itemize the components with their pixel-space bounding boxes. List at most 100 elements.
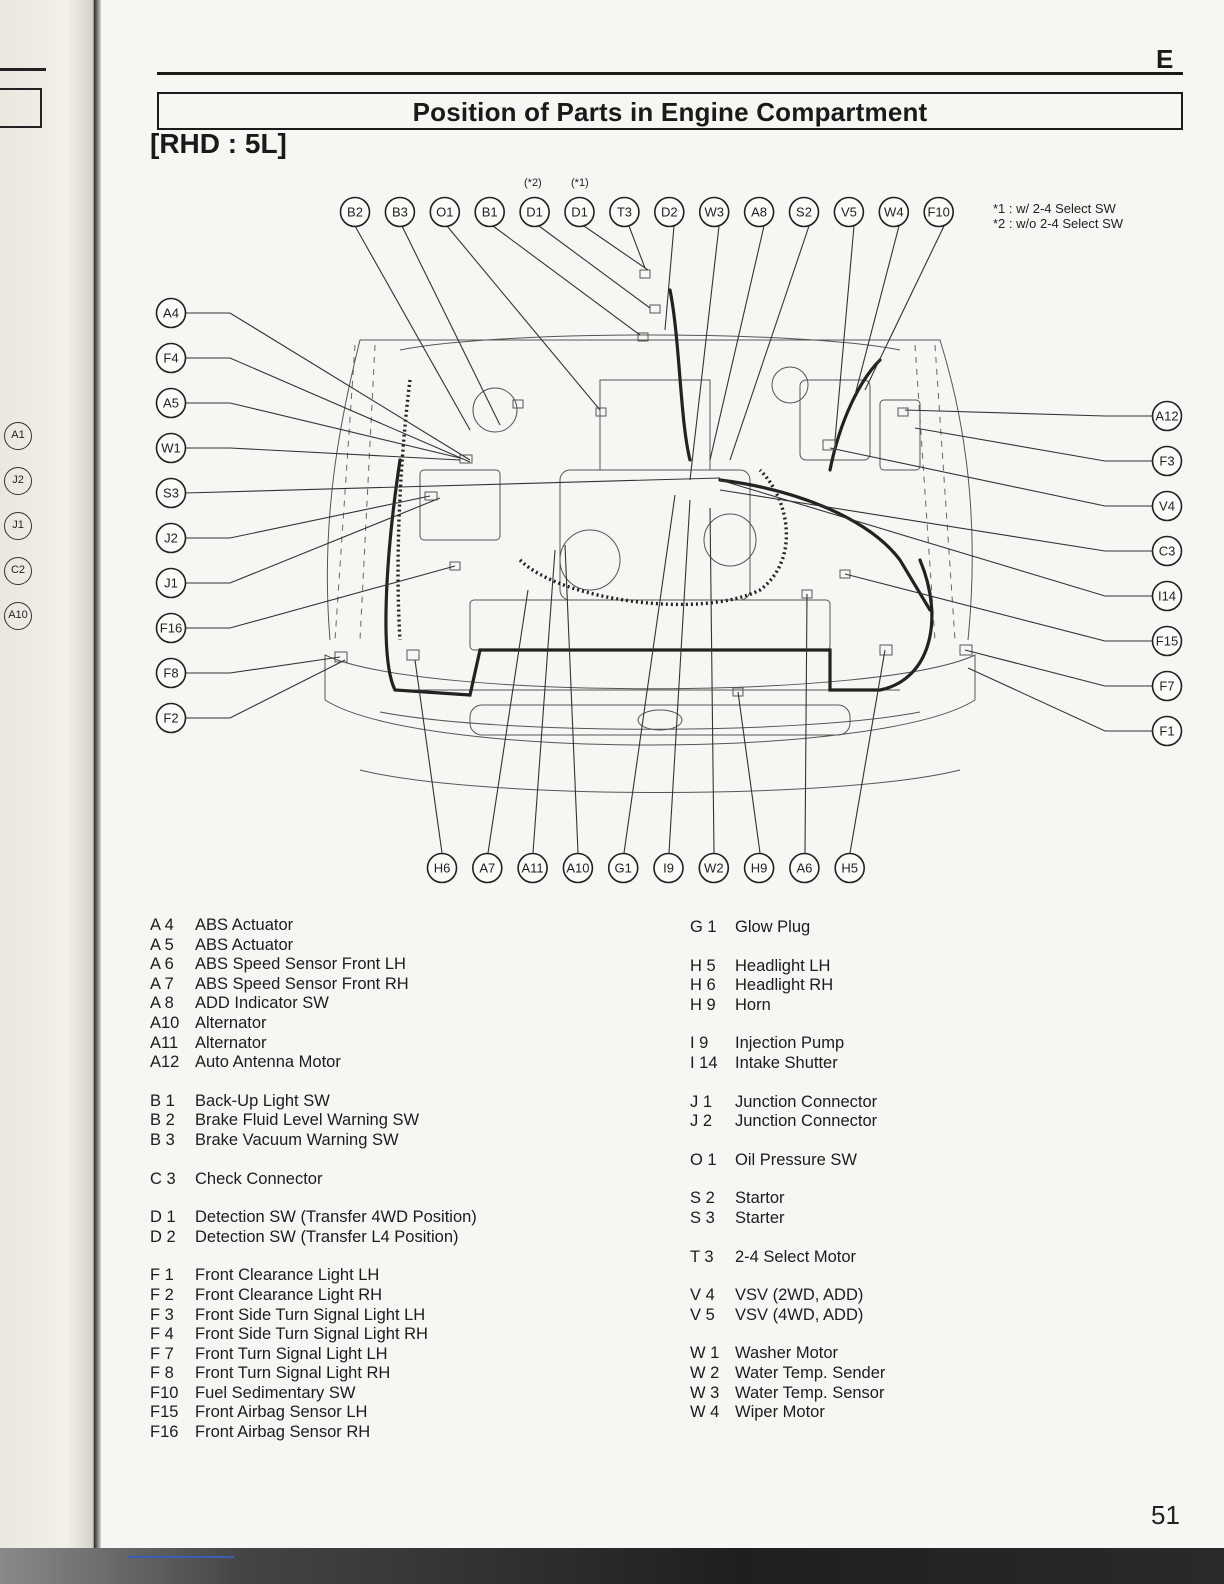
connector-label: W4 xyxy=(884,205,904,220)
lead-f1 xyxy=(967,667,1152,732)
page-title: Position of Parts in Engine Compartment xyxy=(412,97,928,127)
legend-part-name: Startor xyxy=(735,1189,785,1208)
connector-circle xyxy=(155,702,187,734)
connector-label: A10 xyxy=(566,861,589,876)
legend-code: O 1 xyxy=(690,1150,717,1169)
legend-part-name: Front Side Turn Signal Light LH xyxy=(195,1305,426,1324)
connector-circle xyxy=(471,852,503,884)
connector-circle xyxy=(1151,715,1183,747)
prev-page-connector-j2: J2 xyxy=(4,467,32,495)
lead-f8 xyxy=(185,656,341,674)
lead-f4 xyxy=(185,357,471,463)
legend-part-name: Auto Antenna Motor xyxy=(195,1053,341,1072)
connector-label: H5 xyxy=(841,861,858,876)
main-harness-front xyxy=(384,458,934,697)
connector-circle xyxy=(1151,670,1183,702)
connector-label: O1 xyxy=(436,205,453,220)
connector-callout-j1: J1 xyxy=(155,567,187,599)
lead-a5 xyxy=(185,402,461,459)
connector-label: H9 xyxy=(751,861,768,876)
lead-f15 xyxy=(844,573,1152,642)
conn-d1b xyxy=(637,332,649,342)
bumper-lower xyxy=(359,769,961,793)
legend-part-name: Glow Plug xyxy=(735,918,811,936)
footnote-note-1: *1 : w/ 2-4 Select SW xyxy=(993,201,1116,216)
legend-part-name: ABS Speed Sensor Front LH xyxy=(195,955,406,974)
legend-code: W 4 xyxy=(690,1403,720,1422)
legend-code: F16 xyxy=(150,1423,179,1442)
lead-h6 xyxy=(414,659,443,854)
lead-g1 xyxy=(623,494,676,854)
firewall-outline xyxy=(399,334,901,351)
prev-page-rule xyxy=(0,68,46,71)
connector-label: A11 xyxy=(522,861,544,876)
lead-j1 xyxy=(185,497,441,584)
conn-w1 xyxy=(459,454,473,464)
connector-circle xyxy=(339,196,371,228)
connector-label: S2 xyxy=(796,205,812,220)
radiator xyxy=(469,599,831,651)
connector-circle xyxy=(564,196,595,228)
legend-code: J 2 xyxy=(690,1112,713,1131)
scan-bottom-mark xyxy=(128,1556,234,1558)
title-box: Position of Parts in Engine Compartment xyxy=(157,92,1183,130)
prev-page-box xyxy=(0,88,42,128)
legend-part-name: Water Temp. Sensor xyxy=(735,1383,885,1402)
lead-f16 xyxy=(185,565,456,629)
lead-a11 xyxy=(532,549,556,854)
connector-circle xyxy=(698,852,730,884)
connector-label: J1 xyxy=(164,576,178,591)
connector-circle xyxy=(155,387,187,419)
fender-dash-left xyxy=(334,344,356,641)
legend-part-name: ABS Actuator xyxy=(195,935,294,954)
connector-circle xyxy=(155,522,187,554)
legend-code: D 2 xyxy=(150,1227,176,1246)
legend-part-name: Back-Up Light SW xyxy=(195,1091,330,1110)
lead-w4 xyxy=(854,225,900,396)
section-letter: E xyxy=(1156,44,1174,74)
connector-callout-h6: H6 xyxy=(426,852,458,884)
legend-part-name: VSV (4WD, ADD) xyxy=(735,1305,864,1324)
connector-circle xyxy=(789,852,820,884)
connector-callout-a11: A11 xyxy=(517,852,548,884)
connector-circle xyxy=(155,432,187,464)
legend-part-name: Front Turn Signal Light RH xyxy=(195,1364,391,1383)
connector-callout-v4: V4 xyxy=(1151,490,1183,522)
prev-page-connector-c2: C2 xyxy=(4,557,32,585)
legend-code: T 3 xyxy=(690,1247,714,1266)
connector-callout-w3: W3 xyxy=(698,196,730,228)
connector-callout-f16: F16 xyxy=(155,612,187,644)
lead-d1-b xyxy=(583,225,649,271)
lead-a10 xyxy=(564,544,579,854)
scan-bottom-edge xyxy=(0,1548,1224,1584)
lead-s3 xyxy=(184,477,721,494)
connector-label: D1 xyxy=(526,205,543,220)
lead-b1 xyxy=(492,225,641,336)
leader-lines xyxy=(184,225,1152,854)
legend-part-name: Horn xyxy=(735,995,771,1014)
page-number: 51 xyxy=(1151,1500,1180,1530)
footnote-marker-1: (*1) xyxy=(571,177,589,189)
lead-h9 xyxy=(737,691,761,854)
connector-circle xyxy=(788,196,820,228)
legend-part-name: Detection SW (Transfer L4 Position) xyxy=(195,1227,459,1246)
brake-booster xyxy=(472,387,518,433)
connector-circle xyxy=(1151,625,1183,657)
connector-label: B3 xyxy=(392,205,408,220)
legend-part-name: Water Temp. Sender xyxy=(735,1363,886,1382)
